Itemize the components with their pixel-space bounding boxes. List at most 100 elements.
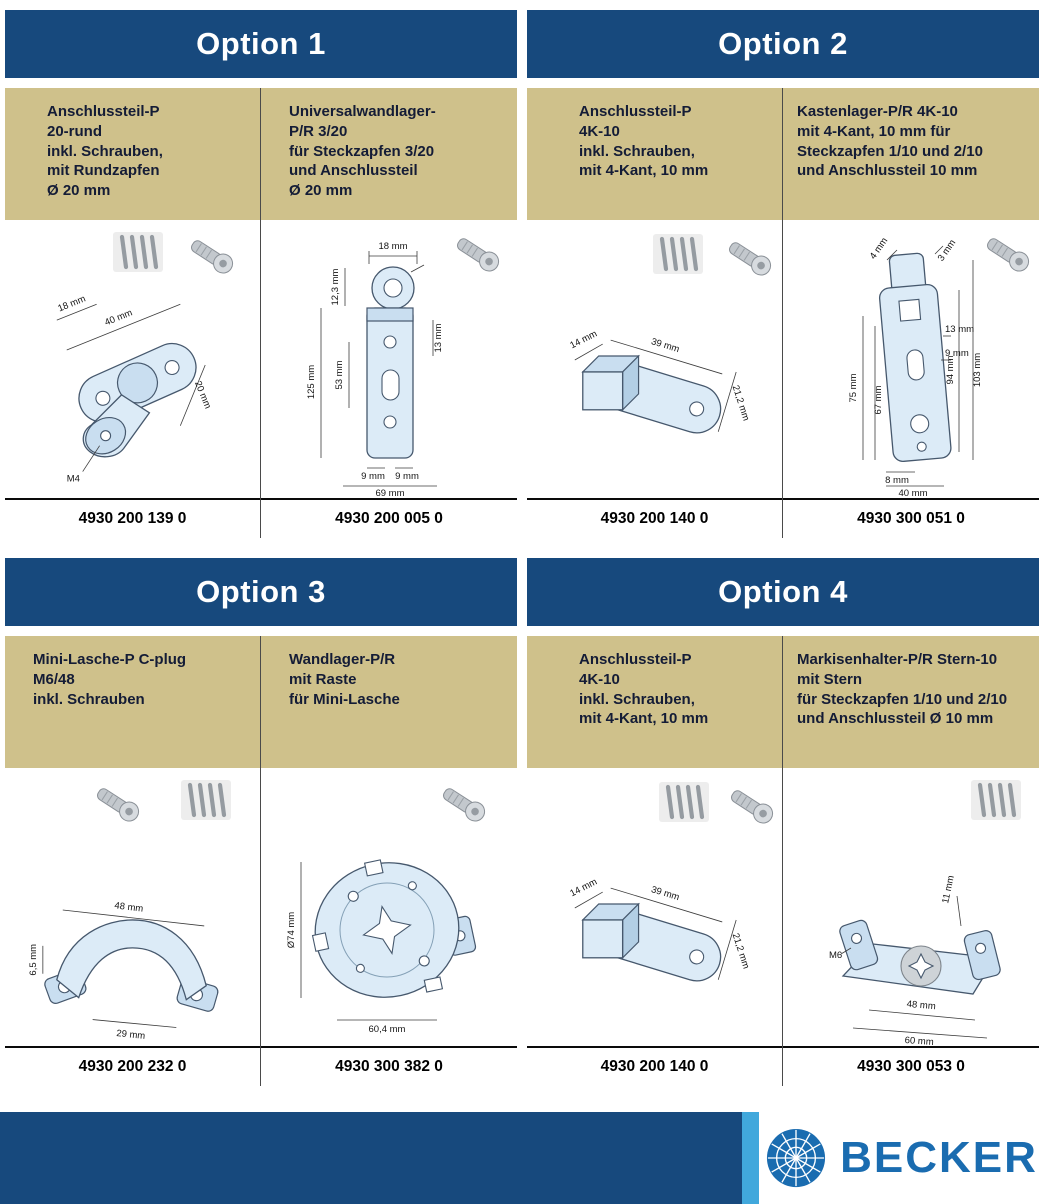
part-number-row: 4930 200 232 0 [5,1046,260,1086]
product-description: Markisenhalter-P/R Stern-10 mit Stern fü… [783,636,1039,768]
options-row-1: Option 1 Anschlussteil-P 20-rund inkl. S… [0,10,1044,538]
options-row-2: Option 3 Mini-Lasche-P C-plug M6/48 inkl… [0,558,1044,1086]
drawing-area: Ø74 mm 60,4 mm [261,768,517,1046]
product-description: Mini-Lasche-P C-plug M6/48 inkl. Schraub… [5,636,260,768]
option-1-header: Option 1 [5,10,517,78]
part-number-row: 4930 300 053 0 [783,1046,1039,1086]
option-1-column-1: Anschlussteil-P 20-rund inkl. Schrauben,… [5,88,261,538]
part-number-row: 4930 300 382 0 [261,1046,517,1086]
product-description: Kastenlager-P/R 4K-10 mit 4-Kant, 10 mm … [783,88,1039,220]
option-3-section: Option 3 Mini-Lasche-P C-plug M6/48 inkl… [5,558,517,1086]
part-number-row: 4930 200 005 0 [261,498,517,538]
drawing-area: 18 mm 40 mm 20 mm [5,220,260,498]
drawing-area: 48 mm 6,5 mm 29 mm [5,768,260,1046]
dim-label: Ø74 mm [286,912,297,949]
footer-accent-strip [742,1112,759,1204]
drawing-area: 18 mm 12,3 mm 125 mm [261,220,517,498]
dim-label: 20 mm [192,379,213,410]
part-number: 4930 300 382 0 [335,1058,443,1075]
option-4-section: Option 4 Anschlussteil-P 4K-10 inkl. Sch… [527,558,1039,1086]
product-description: Anschlussteil-P 20-rund inkl. Schrauben,… [5,88,260,220]
option-2-section: Option 2 Anschlussteil-P 4K-10 inkl. Sch… [527,10,1039,538]
option-3-column-2: Wandlager-P/R mit Raste für Mini-Lasche [261,636,517,1086]
option-4-columns: Anschlussteil-P 4K-10 inkl. Schrauben, m… [527,636,1039,1086]
footer: BECKER [0,1112,1044,1204]
dim-label: 69 mm [375,488,404,498]
dim-label: 53 mm [334,360,345,389]
dim-label: 60 mm [904,1035,934,1046]
dim-label: 18 mm [56,293,87,314]
part-number: 4930 200 005 0 [335,510,443,527]
dim-label: 75 mm [848,373,859,402]
part-number: 4930 200 140 0 [600,510,709,527]
dim-label: M4 [67,474,80,485]
tech-drawing-anschlussteil-4k10: 14 mm 39 mm 21,2 mm [568,876,752,982]
dim-label: 9 mm [945,348,969,359]
option-3-column-1: Mini-Lasche-P C-plug M6/48 inkl. Schraub… [5,636,261,1086]
option-2-columns: Anschlussteil-P 4K-10 inkl. Schrauben, m… [527,88,1039,538]
dim-label: 94 mm [945,355,956,384]
dim-label: 125 mm [306,365,317,399]
dim-label: 13 mm [433,323,444,352]
part-number-row: 4930 300 051 0 [783,498,1039,538]
option-1-columns: Anschlussteil-P 20-rund inkl. Schrauben,… [5,88,517,538]
dim-label: 103 mm [972,353,983,387]
dim-label: 9 mm [361,471,385,482]
dim-label: 9 mm [395,471,419,482]
drawing-area: 14 mm 39 mm 21,2 mm [527,768,782,1046]
brand-name: BECKER [840,1133,1038,1182]
dim-label: 3 mm [936,238,959,264]
tech-drawing-anschlussteil-20-rund: 18 mm 40 mm 20 mm [56,293,213,485]
tech-drawing-anschlussteil-4k10: 14 mm 39 mm 21,2 mm [568,328,752,434]
product-description: Wandlager-P/R mit Raste für Mini-Lasche [261,636,517,768]
option-4-header: Option 4 [527,558,1039,626]
part-number: 4930 200 139 0 [78,510,187,527]
drawing-area: 14 mm 39 mm 21,2 mm [527,220,782,498]
brand-logo: BECKER [759,1112,1044,1204]
part-number: 4930 200 232 0 [78,1058,187,1075]
dim-label: 60,4 mm [369,1024,406,1035]
dim-label: 48 mm [906,999,936,1012]
product-description: Universalwandlager- P/R 3/20 für Steckza… [261,88,517,220]
dim-label: 48 mm [114,900,144,914]
dim-label: 21,2 mm [730,932,752,970]
tech-drawing-kastenlager: 4 mm 3 mm 75 mm 67 mm 94 mm 103 mm 13 mm [848,236,983,498]
option-2-column-1: Anschlussteil-P 4K-10 inkl. Schrauben, m… [527,88,783,538]
part-number: 4930 300 051 0 [857,510,965,527]
option-3-columns: Mini-Lasche-P C-plug M6/48 inkl. Schraub… [5,636,517,1086]
option-2-header: Option 2 [527,10,1039,78]
dim-label: 14 mm [568,328,599,351]
dim-label: 39 mm [650,884,681,903]
option-1-section: Option 1 Anschlussteil-P 20-rund inkl. S… [5,10,517,538]
drawing-area: 4 mm 3 mm 75 mm 67 mm 94 mm 103 mm 13 mm [783,220,1039,498]
option-4-column-2: Markisenhalter-P/R Stern-10 mit Stern fü… [783,636,1039,1086]
dim-label: 18 mm [378,241,407,252]
dim-label: 8 mm [885,475,909,486]
dim-label: 6,5 mm [28,944,39,976]
part-number: 4930 200 140 0 [600,1058,709,1075]
part-number: 4930 300 053 0 [857,1058,965,1075]
dim-label: 4 mm [868,236,891,262]
tech-drawing-markisenhalter-stern: 11 mm M6 [829,874,1001,1046]
tech-drawing-universalwandlager: 18 mm 12,3 mm 125 mm [306,241,444,498]
dim-label: 67 mm [873,385,884,414]
drawing-area: 11 mm M6 [783,768,1039,1046]
option-1-column-2: Universalwandlager- P/R 3/20 für Steckza… [261,88,517,538]
dim-label: 39 mm [650,336,681,355]
option-4-column-1: Anschlussteil-P 4K-10 inkl. Schrauben, m… [527,636,783,1086]
part-number-row: 4930 200 139 0 [5,498,260,538]
dim-label: 21,2 mm [730,384,752,422]
product-description: Anschlussteil-P 4K-10 inkl. Schrauben, m… [527,636,782,768]
tech-drawing-wandlager-raste: Ø74 mm 60,4 mm [286,859,477,1035]
dim-label: 29 mm [116,1028,146,1042]
option-2-column-2: Kastenlager-P/R 4K-10 mit 4-Kant, 10 mm … [783,88,1039,538]
tech-drawing-mini-lasche: 48 mm 6,5 mm 29 mm [28,900,219,1042]
dim-label: 14 mm [568,876,599,899]
option-3-header: Option 3 [5,558,517,626]
product-description: Anschlussteil-P 4K-10 inkl. Schrauben, m… [527,88,782,220]
becker-logo-icon [767,1128,826,1188]
part-number-row: 4930 200 140 0 [527,498,782,538]
footer-blue-bar [0,1112,742,1204]
dim-label: 13 mm [945,324,974,335]
dim-label: M6 [829,950,842,961]
